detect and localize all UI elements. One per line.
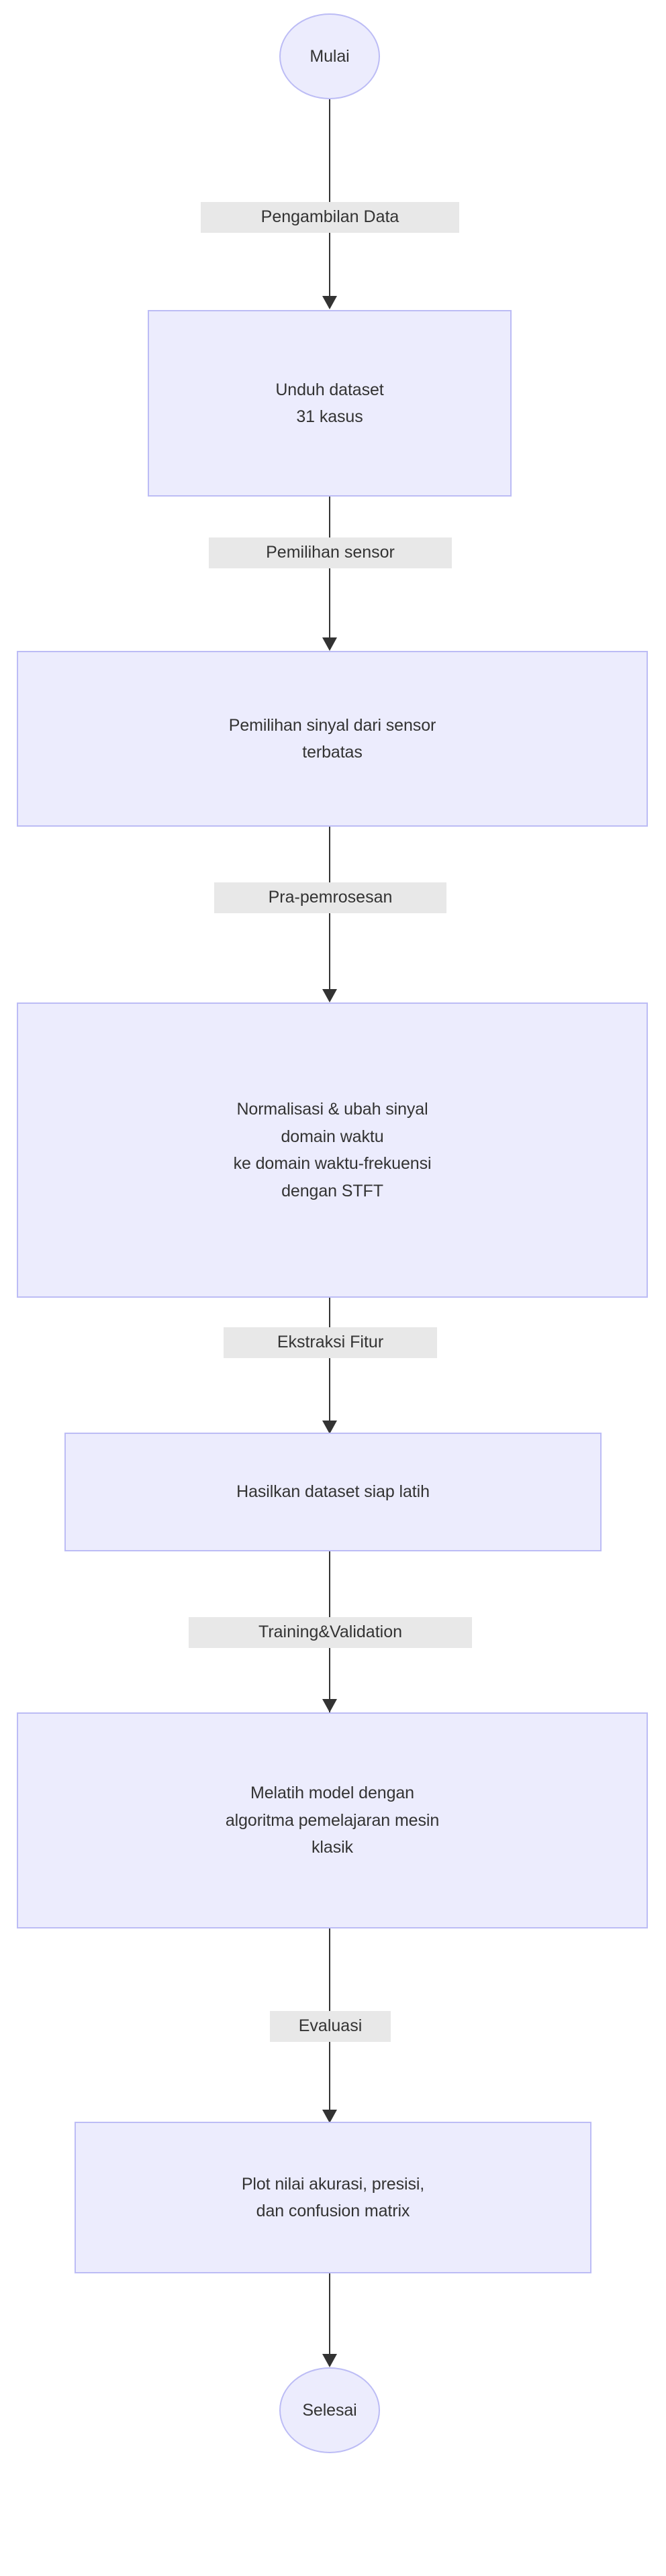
edge-label-training-validation: Training&Validation (189, 1617, 472, 1648)
edge-hasilkan-to-melatih-arrow-icon (322, 1699, 337, 1712)
node-start[interactable]: Mulai (279, 13, 380, 99)
node-unduh-dataset-label: Unduh dataset 31 kasus (275, 380, 384, 427)
edge-melatih-to-plot-arrow-icon (322, 2110, 337, 2123)
edge-label-pra-pemrosesan: Pra-pemrosesan (214, 882, 446, 913)
edge-normalisasi-to-hasilkan-line (329, 1298, 330, 1435)
node-normalisasi-stft-label: Normalisasi & ubah sinyal domain waktu k… (233, 1100, 432, 1200)
edge-start-to-unduh-arrow-icon (322, 296, 337, 309)
edge-plot-to-end-line (329, 2273, 330, 2355)
node-end[interactable]: Selesai (279, 2367, 380, 2453)
node-start-label: Mulai (310, 46, 350, 66)
edge-label-evaluasi: Evaluasi (270, 2011, 391, 2042)
edge-normalisasi-to-hasilkan-arrow-icon (322, 1421, 337, 1434)
node-normalisasi-stft[interactable]: Normalisasi & ubah sinyal domain waktu k… (17, 1002, 648, 1298)
node-unduh-dataset[interactable]: Unduh dataset 31 kasus (148, 310, 512, 497)
node-hasilkan-dataset-label: Hasilkan dataset siap latih (236, 1482, 430, 1502)
node-end-label: Selesai (302, 2400, 357, 2420)
edge-pemilihan-to-normalisasi-arrow-icon (322, 989, 337, 1002)
node-pemilihan-sinyal[interactable]: Pemilihan sinyal dari sensor terbatas (17, 651, 648, 827)
node-pemilihan-sinyal-label: Pemilihan sinyal dari sensor terbatas (228, 715, 436, 762)
edge-label-pengambilan-data: Pengambilan Data (201, 202, 459, 233)
node-hasilkan-dataset[interactable]: Hasilkan dataset siap latih (64, 1433, 602, 1551)
edge-label-ekstraksi-fitur: Ekstraksi Fitur (224, 1327, 437, 1358)
node-melatih-model[interactable]: Melatih model dengan algoritma pemelajar… (17, 1712, 648, 1928)
node-plot-evaluasi-label: Plot nilai akurasi, presisi, dan confusi… (241, 2174, 425, 2221)
edge-unduh-to-pemilihan-arrow-icon (322, 637, 337, 651)
edge-label-pemilihan-sensor: Pemilihan sensor (209, 537, 452, 568)
edge-start-to-unduh-line (329, 99, 330, 297)
node-melatih-model-label: Melatih model dengan algoritma pemelajar… (225, 1784, 440, 1857)
node-plot-evaluasi[interactable]: Plot nilai akurasi, presisi, dan confusi… (75, 2122, 591, 2273)
edge-plot-to-end-arrow-icon (322, 2354, 337, 2367)
